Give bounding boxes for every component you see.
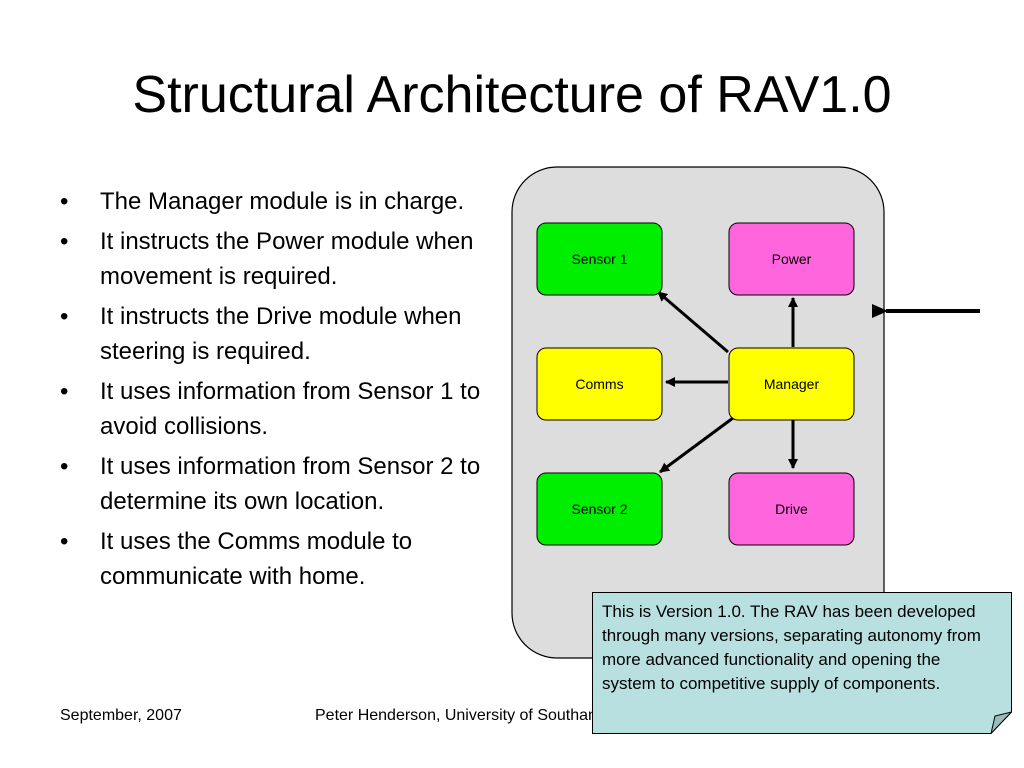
- module-label: Comms: [575, 376, 623, 392]
- module-label: Sensor 2: [571, 501, 627, 517]
- module-label: Sensor 1: [571, 251, 627, 267]
- arrow-manager-to-sensor1: [657, 290, 729, 354]
- module-sensor2: Sensor 2: [536, 472, 663, 546]
- bullet-list: The Manager module is in charge. It inst…: [60, 184, 490, 599]
- module-label: Manager: [764, 376, 820, 392]
- footer-date: September, 2007: [60, 707, 182, 724]
- module-sensor1: Sensor 1: [536, 222, 663, 296]
- module-power: Power: [728, 222, 855, 296]
- footer-author: Peter Henderson, University of Southampt…: [315, 707, 633, 724]
- bullet-item: It instructs the Drive module when steer…: [60, 299, 490, 369]
- module-label: Drive: [775, 501, 808, 517]
- module-label: Power: [772, 251, 812, 267]
- bullet-item: The Manager module is in charge.: [60, 184, 490, 219]
- version-note: This is Version 1.0. The RAV has been de…: [592, 592, 1012, 734]
- bullet-item: It instructs the Power module when movem…: [60, 224, 490, 294]
- module-comms: Comms: [536, 347, 663, 421]
- module-manager: Manager: [728, 347, 855, 421]
- bullet-item: It uses the Comms module to communicate …: [60, 524, 490, 594]
- bullet-item: It uses information from Sensor 1 to avo…: [60, 374, 490, 444]
- note-text: This is Version 1.0. The RAV has been de…: [602, 602, 981, 693]
- arrow-manager-to-sensor2: [659, 416, 734, 474]
- module-drive: Drive: [728, 472, 855, 546]
- note-shape: [592, 592, 1012, 734]
- bullet-item: It uses information from Sensor 2 to det…: [60, 449, 490, 519]
- slide-title: Structural Architecture of RAV1.0: [132, 66, 892, 124]
